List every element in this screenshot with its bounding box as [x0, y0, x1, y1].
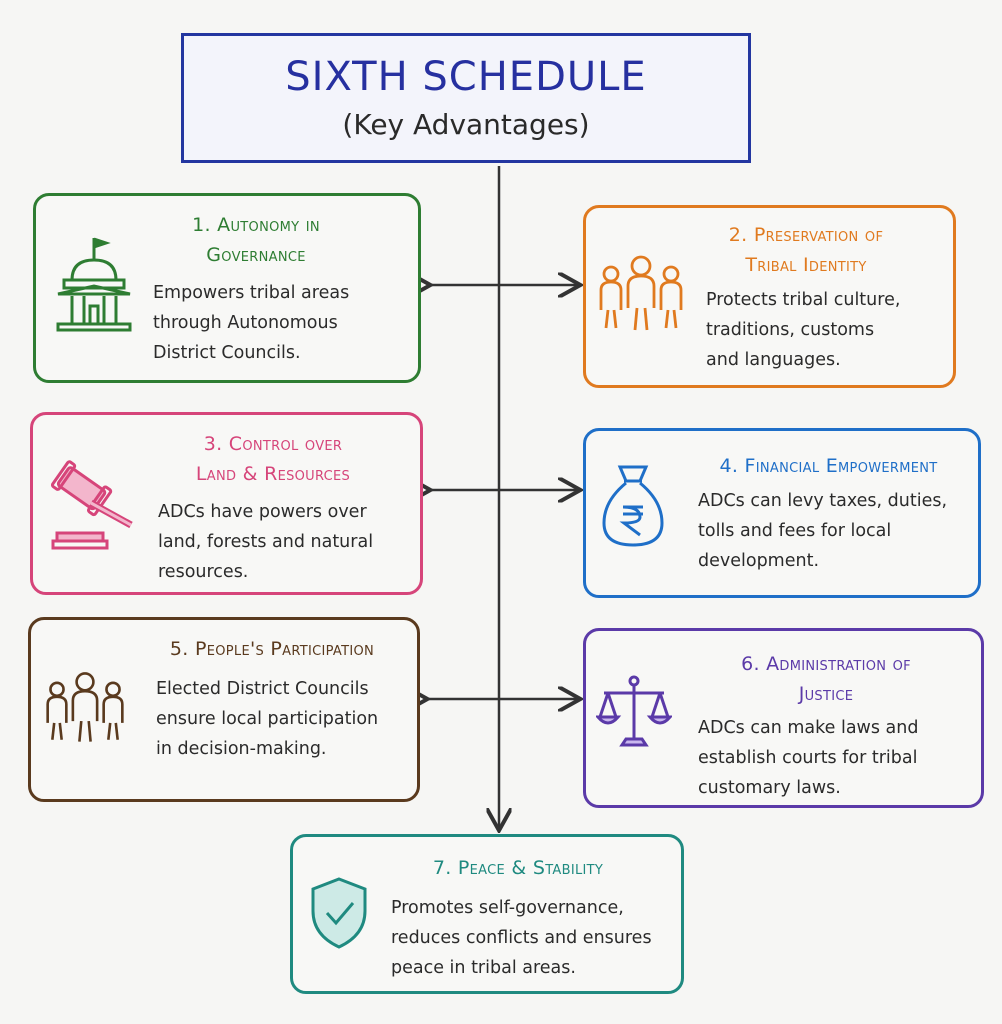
card-autonomy: 1. Autonomy in Governance Empowers triba…: [33, 193, 421, 383]
card-heading: 7. Peace & Stability: [432, 857, 604, 879]
card-description: Promotes self-governance, reduces confli…: [391, 898, 652, 978]
card-heading: 2. Preservation of Tribal Identity: [728, 224, 884, 276]
card-land-resources: 3. Control over Land & Resources ADCs ha…: [30, 412, 423, 595]
card-preservation: 2. Preservation of Tribal Identity Prote…: [583, 205, 956, 388]
scales-of-justice-icon: [596, 675, 672, 747]
card-description: ADCs have powers over land, forests and …: [158, 502, 374, 582]
card-description: Protects tribal culture, traditions, cus…: [706, 290, 901, 370]
card-heading: 4. Financial Empowerment: [719, 455, 938, 477]
card-description: Empowers tribal areas through Autonomous…: [153, 283, 350, 363]
page-subtitle: (Key Advantages): [342, 108, 590, 141]
people-group-icon: [46, 672, 124, 742]
people-group-icon: [599, 255, 683, 331]
government-building-icon: [56, 237, 132, 332]
gavel-icon: [51, 460, 133, 550]
card-heading: 1. Autonomy in Governance: [192, 214, 320, 266]
card-participation: 5. People's Participation Elected Distri…: [28, 617, 420, 802]
card-description: ADCs can levy taxes, duties, tolls and f…: [698, 491, 948, 571]
card-financial: 4. Financial Empowerment ADCs can levy t…: [583, 428, 981, 598]
card-description: Elected District Councils ensure local p…: [156, 679, 379, 759]
rupee-money-bag-icon: [602, 465, 664, 547]
card-heading: 3. Control over Land & Resources: [195, 433, 351, 485]
shield-check-icon: [311, 877, 367, 949]
title-box: SIXTH SCHEDULE (Key Advantages): [181, 33, 751, 163]
page-title: SIXTH SCHEDULE: [285, 54, 647, 100]
card-justice: 6. Administration of Justice ADCs can ma…: [583, 628, 984, 808]
card-heading: 5. People's Participation: [169, 638, 375, 660]
card-peace-stability: 7. Peace & Stability Promotes self-gover…: [290, 834, 684, 994]
card-heading: 6. Administration of Justice: [741, 653, 911, 705]
card-description: ADCs can make laws and establish courts …: [698, 718, 919, 798]
